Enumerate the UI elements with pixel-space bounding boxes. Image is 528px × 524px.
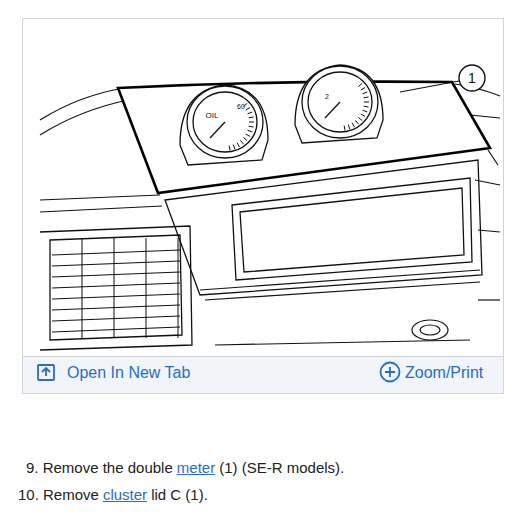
slat-divider — [82, 238, 83, 338]
zoom-icon — [381, 363, 400, 382]
step-text: 10. Remove — [18, 486, 99, 503]
step-text: (1) (SE-R models). — [219, 459, 344, 476]
tick — [248, 130, 253, 132]
leader-line — [400, 81, 459, 92]
slat — [52, 305, 180, 310]
callout-circle — [459, 65, 485, 91]
toolbar-band — [23, 356, 503, 393]
slat — [52, 294, 180, 299]
tick — [352, 123, 355, 127]
slat-divider — [114, 238, 115, 338]
tick — [237, 143, 240, 147]
tick — [246, 108, 250, 111]
slat — [52, 250, 180, 255]
tick — [249, 126, 254, 128]
toolbar-rule — [23, 356, 503, 357]
slat — [52, 327, 180, 332]
instruction-step: 10. Removeclusterlid C (1). — [18, 486, 212, 503]
tick — [358, 83, 362, 86]
step-text: 9. Remove the double — [26, 459, 173, 476]
callout-number: 1 — [468, 71, 476, 85]
tick — [361, 88, 365, 91]
toolbar-link: Open In New Tab — [67, 365, 190, 381]
open-tab-icon — [38, 365, 54, 380]
gauge-number: 2 — [325, 93, 329, 100]
tick — [344, 126, 346, 131]
tick — [240, 140, 243, 144]
tick — [363, 92, 368, 94]
tick — [364, 96, 369, 98]
tick — [358, 117, 362, 120]
slat — [52, 283, 180, 288]
step-text: lid C (1). — [151, 486, 208, 503]
tick — [364, 102, 369, 103]
gauge-number: 60 — [237, 103, 245, 110]
tick — [348, 125, 350, 130]
tick — [248, 112, 253, 114]
slat-divider — [146, 238, 147, 338]
gauge-label: OIL — [206, 112, 219, 120]
tick — [364, 106, 369, 108]
radio-opening — [165, 160, 482, 295]
tick — [363, 110, 368, 112]
gauge-ticks — [229, 83, 369, 150]
slat — [52, 261, 180, 266]
tick — [361, 114, 365, 117]
term-link: cluster — [103, 486, 147, 503]
tick — [249, 116, 254, 118]
tick — [243, 137, 247, 140]
tick — [246, 134, 250, 137]
air-vent — [40, 226, 192, 350]
tick — [355, 120, 358, 124]
vent-slats — [52, 238, 180, 338]
term-link: meter — [177, 459, 215, 476]
toolbar-link: Zoom/Print — [405, 365, 483, 381]
figure-frame — [23, 19, 504, 394]
slat — [52, 316, 180, 321]
slat — [52, 272, 180, 277]
tick — [249, 122, 254, 123]
instruction-step: 9. Remove the doublemeter(1) (SE-R model… — [26, 459, 348, 476]
tick — [233, 145, 235, 150]
slat-divider — [178, 238, 179, 338]
double-meter — [180, 65, 383, 165]
tick — [229, 146, 231, 151]
